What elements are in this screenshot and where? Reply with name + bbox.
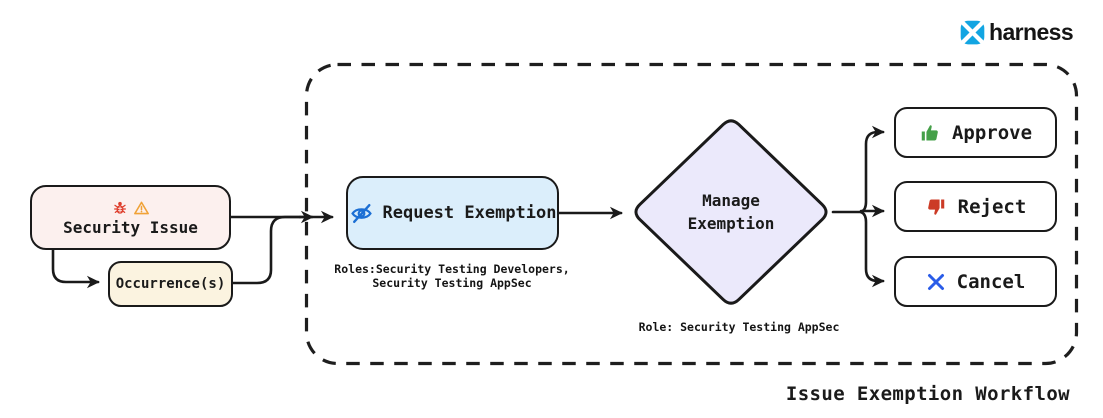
warning-icon: [133, 201, 149, 215]
workflow-boundary: [304, 62, 1079, 366]
reject-node: Reject: [894, 181, 1057, 232]
roles-line-1: Roles:Security Testing Developers,: [334, 262, 570, 276]
request-exemption-label: Request Exemption: [382, 203, 557, 223]
manage-exemption-label-line1: Manage: [702, 191, 760, 210]
manage-exemption-diamond-shape: [634, 119, 828, 305]
harness-logo-icon: [960, 20, 985, 45]
connector-to-cancel: [859, 210, 885, 288]
security-issue-icons: [112, 200, 150, 216]
thumbs-up-icon: [921, 124, 938, 141]
brand-name: harness: [989, 19, 1074, 45]
connector-security-to-occurrence: [51, 248, 100, 289]
manage-exemption-label-line2: Exemption: [687, 214, 775, 233]
security-issue-label: Security Issue: [63, 218, 198, 237]
manage-exemption-node: Manage Exemption: [632, 189, 830, 235]
cancel-label: Cancel: [956, 270, 1026, 293]
request-exemption-roles-note: Roles:Security Testing Developers, Secur…: [327, 262, 577, 290]
connector-to-approve: [859, 125, 885, 214]
approve-node: Approve: [894, 107, 1057, 158]
connector-occurrence-merge: [231, 215, 302, 285]
request-exemption-node: Request Exemption: [346, 176, 559, 250]
harness-brand: harness: [959, 19, 1074, 46]
x-icon: [927, 273, 944, 290]
occurrence-label: Occurrence(s): [115, 276, 226, 292]
diagram-title: Issue Exemption Workflow: [785, 383, 1070, 405]
reject-label: Reject: [957, 195, 1027, 218]
eye-off-icon: [350, 203, 372, 223]
security-issue-node: Security Issue: [30, 185, 231, 250]
approve-label: Approve: [951, 121, 1033, 144]
bug-icon: [113, 201, 126, 214]
cancel-node: Cancel: [894, 256, 1057, 307]
roles-line-2: Security Testing AppSec: [372, 275, 532, 290]
thumbs-down-icon: [927, 198, 944, 215]
occurrence-node: Occurrence(s): [108, 261, 233, 307]
manage-exemption-role-note: Role: Security Testing AppSec: [638, 320, 840, 334]
